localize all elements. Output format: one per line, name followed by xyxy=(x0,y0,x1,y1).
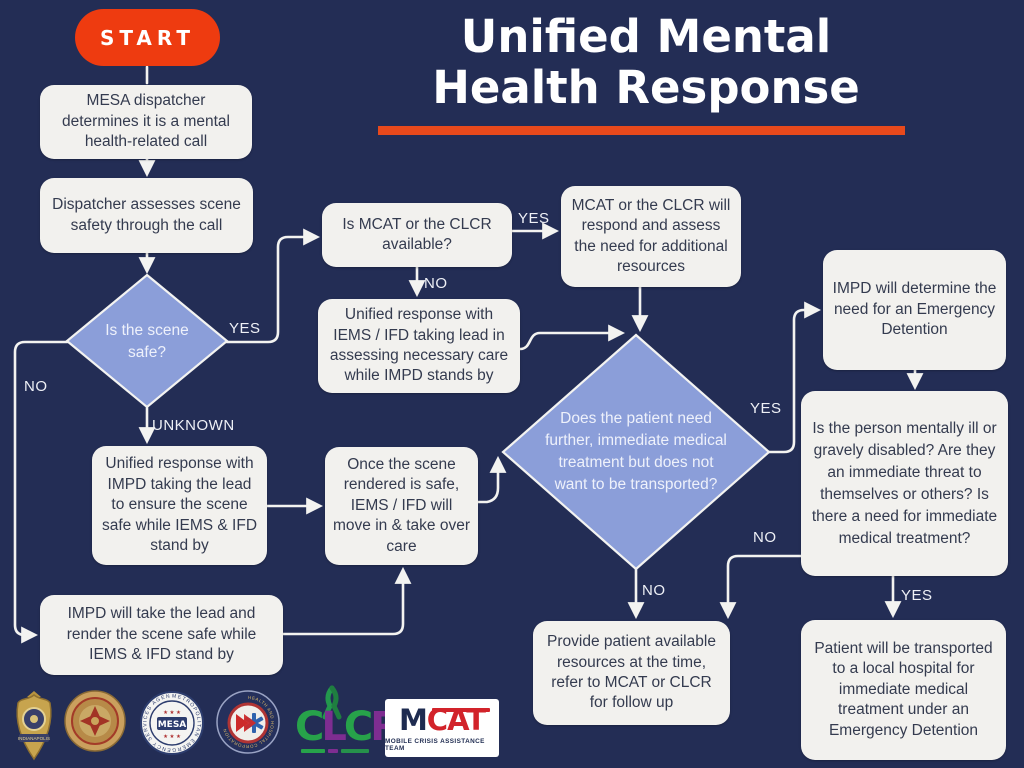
edge-iems-to-diamond xyxy=(518,324,626,351)
edge-takelead-to-oncescene xyxy=(281,566,412,636)
edge-label-patient-yes: YES xyxy=(750,400,782,417)
title-underline xyxy=(378,126,905,135)
edge-label-person-yes: YES xyxy=(901,587,933,604)
edge-label-patient-no: NO xyxy=(642,582,666,599)
clcr-letter-l: L xyxy=(321,704,346,750)
node-mesa-dispatcher: MESA dispatcher determines it is a menta… xyxy=(40,85,252,159)
clcr-letter-c2: C xyxy=(343,704,373,750)
node-mcat-respond: MCAT or the CLCR will respond and assess… xyxy=(561,186,741,287)
decision-patient-need-shape xyxy=(501,333,771,571)
impd-badge-banner-text: INDIANAPOLIS xyxy=(18,736,50,741)
node-impd-determine: IMPD will determine the need for an Emer… xyxy=(823,250,1006,370)
node-unified-iems: Unified response with IEMS / IFD taking … xyxy=(318,299,520,393)
clcr-logo: CLCR xyxy=(295,685,401,757)
mesa-seal-logo: METROPOLITAN EMERGENCY SERVICES AGENCY ★… xyxy=(140,691,204,755)
mcat-tagline: MOBILE CRISIS ASSISTANCE TEAM xyxy=(385,738,485,752)
page-title-line1: Unified Mental xyxy=(460,10,832,63)
edge-label-scene-no: NO xyxy=(24,378,48,395)
edge-oncescene-to-diamond xyxy=(476,455,507,504)
node-once-scene: Once the scene rendered is safe, IEMS / … xyxy=(325,447,478,565)
mcat-logo: MCAT MOBILE CRISIS ASSISTANCE TEAM xyxy=(385,699,499,757)
edge-scene-yes xyxy=(225,228,321,344)
node-person-mentally: Is the person mentally ill or gravely di… xyxy=(801,391,1008,576)
start-node: START xyxy=(75,9,220,66)
clcr-ribbon-icon xyxy=(322,685,342,720)
mesa-center-text: MESA xyxy=(158,720,187,730)
edge-patient-yes xyxy=(767,301,822,454)
decision-scene-safe-label: Is the scene safe? xyxy=(105,322,189,361)
mcat-letter-m: M xyxy=(398,703,428,737)
clcr-letter-c1: C xyxy=(295,704,324,750)
edge-label-scene-yes: YES xyxy=(229,320,261,337)
decision-patient-need-label: Does the patient need further, immediate… xyxy=(545,410,727,493)
edge-label-scene-unknown: UNKNOWN xyxy=(152,417,235,434)
node-dispatcher-assess: Dispatcher assesses scene safety through… xyxy=(40,178,253,253)
page-title-line2: Health Response xyxy=(432,60,860,114)
mesa-stars-top: ★ ★ ★ xyxy=(163,709,181,716)
iems-seal-logo: HEALTH AND HOSPITAL CORPORATION xyxy=(216,690,280,754)
node-impd-take-lead: IMPD will take the lead and render the s… xyxy=(40,595,283,675)
edge-person-no xyxy=(719,554,803,620)
node-unified-impd: Unified response with IMPD taking the le… xyxy=(92,446,267,565)
edge-label-avail-yes: YES xyxy=(518,210,550,227)
impd-badge-logo: INDIANAPOLIS xyxy=(16,691,52,761)
edge-label-avail-no: NO xyxy=(424,275,448,292)
mcat-red-bar xyxy=(432,708,490,712)
ifd-seal-logo xyxy=(64,690,126,752)
edge-scene-no xyxy=(13,340,69,644)
decision-scene-safe-shape xyxy=(65,273,229,409)
edge-label-person-no: NO xyxy=(753,529,777,546)
node-patient-transport: Patient will be transported to a local h… xyxy=(801,620,1006,760)
page-title: Unified Mental Health Response xyxy=(372,10,920,114)
clcr-tagline-bars xyxy=(301,749,369,753)
mesa-stars-bottom: ★ ★ ★ xyxy=(163,733,181,740)
node-mcat-available: Is MCAT or the CLCR available? xyxy=(322,203,512,267)
node-provide-patient: Provide patient available resources at t… xyxy=(533,621,730,725)
